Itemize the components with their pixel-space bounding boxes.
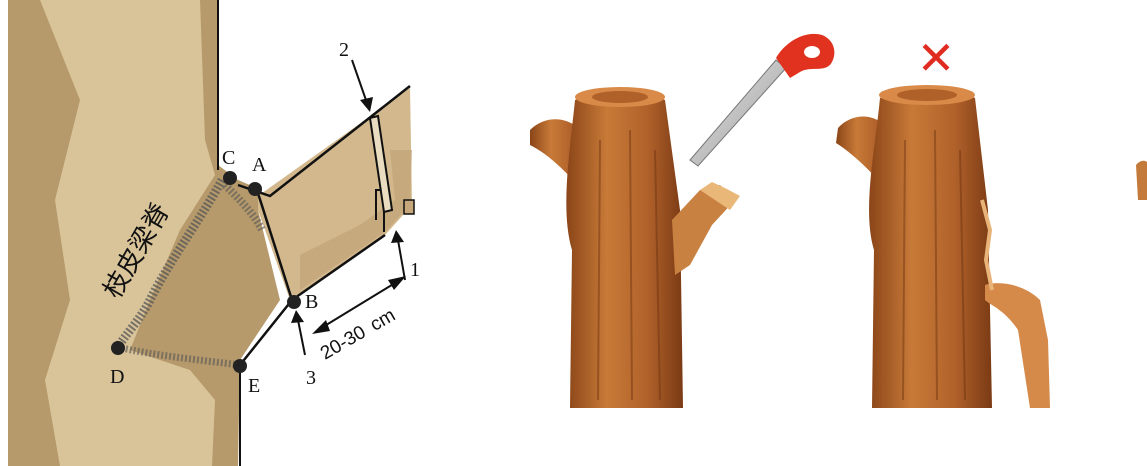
point-c-label: C — [222, 147, 235, 169]
trunk-1-bark-lines — [597, 129, 661, 401]
point-d-marker — [111, 341, 125, 355]
trunk-1-broken-branch-splinter — [700, 182, 740, 210]
callout-2-arrow-line — [351, 59, 368, 104]
trunk-1-broken-branch — [672, 185, 735, 275]
point-a-label: A — [252, 154, 267, 176]
cut-line-ab — [255, 189, 294, 301]
saw-handle — [776, 33, 835, 78]
trunk-light-area — [40, 0, 215, 466]
callout-1-arrow-line — [397, 239, 406, 281]
point-e-label: E — [248, 375, 260, 397]
point-d-label: D — [110, 366, 124, 388]
branch-dark-band — [300, 150, 412, 290]
trunk-2 — [869, 89, 992, 408]
callout-2-number: 2 — [339, 39, 349, 61]
trunk-1 — [566, 91, 683, 408]
partial-trunk-edge — [1136, 160, 1147, 200]
point-e-marker — [233, 359, 247, 373]
point-b-marker — [287, 295, 301, 309]
callout-1-number: 1 — [410, 259, 420, 281]
trunk-1-top-inner — [592, 91, 648, 103]
pruning-saw — [689, 33, 835, 167]
correct-cut-illustration — [530, 87, 740, 408]
bark-ridge-stipple-lower — [117, 343, 241, 369]
partial-third-illustration — [1136, 160, 1147, 200]
distance-label: 20-30 cm — [317, 305, 399, 365]
collar-stipple — [222, 182, 266, 232]
point-a-marker — [248, 182, 262, 196]
wrong-cut-illustration: ✕ — [836, 31, 1050, 408]
distance-unit: cm — [367, 305, 399, 336]
callout-2-arrowhead — [360, 97, 373, 112]
callout-1: 1 — [391, 230, 420, 281]
trunk-2-torn-edge — [980, 199, 994, 291]
callout-3: 3 — [291, 310, 316, 389]
distance-line — [317, 279, 401, 331]
branch-cut-diagram: C A B D E 枝皮梁脊 2 1 3 20-30 — [8, 0, 420, 466]
point-b-label: B — [305, 291, 318, 313]
trunk-2-torn-bark — [985, 283, 1050, 408]
point-c-marker — [223, 171, 237, 185]
stub-end — [403, 199, 415, 215]
distance-arrowhead-right — [388, 276, 406, 290]
wrong-mark: ✕ — [917, 31, 956, 85]
bark-ridge-stipple — [114, 177, 226, 350]
callout-2: 2 — [339, 39, 373, 112]
trunk-2-bark-lines — [902, 129, 966, 401]
callout-3-arrowhead — [291, 310, 304, 323]
distance-arrowhead-left — [312, 320, 330, 334]
trunk-outline — [217, 0, 241, 466]
saw-blade — [689, 59, 787, 167]
callout-3-number: 3 — [306, 367, 316, 389]
callout-3-arrow-line — [297, 319, 306, 356]
distance-dimension: 20-30 cm — [312, 276, 406, 364]
trunk-2-top-inner — [897, 89, 957, 101]
callout-1-arrowhead — [391, 230, 404, 243]
saw-handle-grip-hole — [804, 46, 820, 58]
top-cut-kerf — [368, 114, 394, 214]
